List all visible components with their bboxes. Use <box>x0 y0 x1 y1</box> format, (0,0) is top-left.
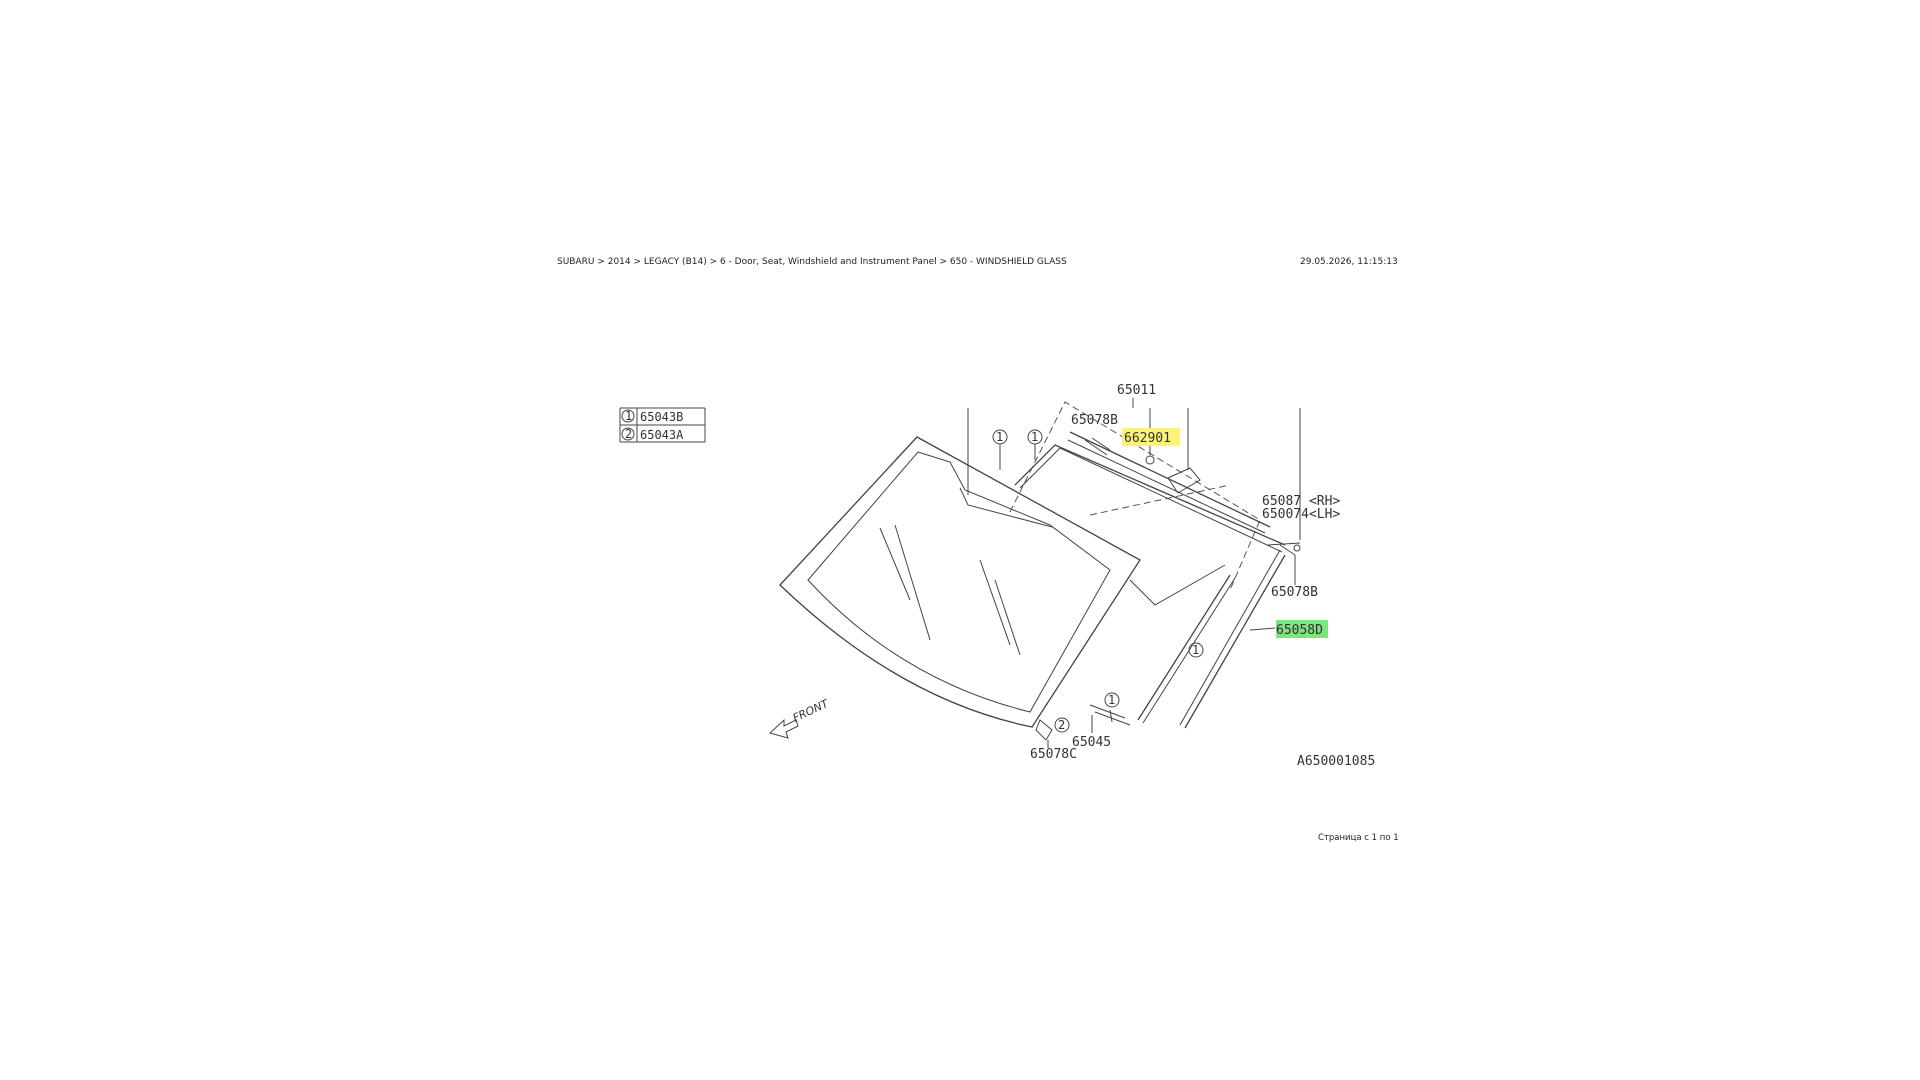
callouts: 1 1 1 1 2 <box>992 429 1204 733</box>
page-info: Страница с 1 по 1 <box>1318 833 1399 843</box>
callout-1-d: 1 <box>1108 693 1115 707</box>
legend: 1 65043B 2 65043A <box>619 407 706 443</box>
label-650074-lh: 650074<LH> <box>1262 507 1340 522</box>
label-65078B-top: 65078B <box>1071 413 1118 428</box>
callout-1-a: 1 <box>996 430 1003 444</box>
label-65078C: 65078C <box>1030 747 1077 762</box>
highlight-65058D <box>1276 620 1328 638</box>
legend-num-1: 1 <box>625 409 632 423</box>
callout-1-b: 1 <box>1031 430 1038 444</box>
label-65058D: 65058D <box>1276 623 1323 638</box>
windshield-glass <box>779 436 1141 728</box>
drawing-id: A650001085 <box>1297 754 1375 769</box>
clips <box>1035 455 1301 741</box>
top-moldings <box>1014 431 1286 553</box>
breadcrumb: SUBARU > 2014 > LEGACY (B14) > 6 - Door,… <box>557 257 1067 267</box>
timestamp: 29.05.2026, 11:15:13 <box>1300 257 1398 267</box>
front-label: FRONT <box>791 697 832 725</box>
legend-part-65043A: 65043A <box>640 428 684 442</box>
label-662901: 662901 <box>1124 431 1171 446</box>
body-opening-outline <box>1009 401 1261 606</box>
callout-2-a: 2 <box>1058 718 1065 732</box>
leader-lines <box>967 398 1301 748</box>
callout-1-c: 1 <box>1192 643 1199 657</box>
highlight-662901 <box>1122 428 1180 446</box>
label-65087-rh: 65087 <RH> <box>1262 494 1340 509</box>
label-65045: 65045 <box>1072 735 1111 750</box>
label-65011: 65011 <box>1117 383 1156 398</box>
legend-num-2: 2 <box>625 427 632 441</box>
label-65078B-right: 65078B <box>1271 585 1318 600</box>
legend-part-65043B: 65043B <box>640 410 683 424</box>
front-arrow-icon: FRONT <box>769 697 832 739</box>
